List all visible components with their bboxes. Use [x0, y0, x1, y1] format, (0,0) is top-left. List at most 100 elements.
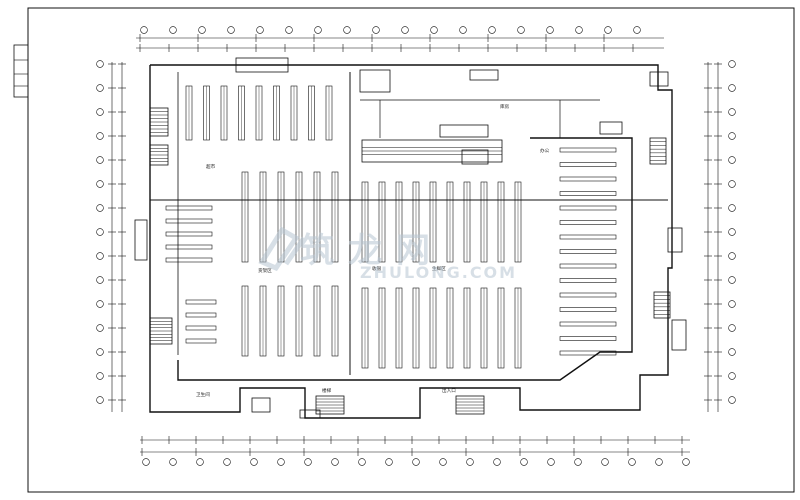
shelf-rack [185, 299, 217, 305]
shelf-rack [165, 257, 213, 263]
grid-axis-bubble [198, 26, 206, 34]
grid-axis-bubble [655, 458, 663, 466]
shelf-rack [185, 338, 217, 344]
grid-axis-bubble [331, 458, 339, 466]
shelf-rack [185, 325, 217, 331]
grid-axis-bubbles [96, 26, 736, 466]
grid-axis-bubble [358, 458, 366, 466]
grid-axis-bubble [96, 252, 104, 260]
grid-axis-bubble [96, 372, 104, 380]
shelf-rack [559, 162, 617, 167]
sheet-border [27, 7, 795, 493]
shelf-rack [559, 234, 617, 240]
grid-axis-bubble [520, 458, 528, 466]
watermark-text: 筑龙网 [300, 231, 444, 271]
zhulong-logo-icon [258, 226, 307, 272]
grid-axis-bubble [96, 204, 104, 212]
grid-axis-bubble [601, 458, 609, 466]
shelf-rack [559, 321, 617, 327]
grid-axis-bubble [343, 26, 351, 34]
grid-axis-bubble [728, 348, 736, 356]
grid-axis-bubble [223, 458, 231, 466]
building-outline [149, 64, 673, 419]
grid-axis-bubble [517, 26, 525, 34]
grid-axis-bubble [728, 156, 736, 164]
grid-axis-bubble [96, 300, 104, 308]
grid-axis-bubble [430, 26, 438, 34]
grid-axis-bubble [285, 26, 293, 34]
grid-axis-bubble [401, 26, 409, 34]
shelf-rack [559, 350, 617, 356]
grid-axis-bubble [96, 276, 104, 284]
grid-axis-bubble [142, 458, 150, 466]
grid-axis-bubble [728, 132, 736, 140]
grid-axis-bubble [728, 60, 736, 68]
grid-axis-bubble [196, 458, 204, 466]
watermark-subtext: ZHULONG.COM [360, 263, 517, 282]
grid-axis-bubble [728, 228, 736, 236]
room-label: 收银 [372, 265, 382, 272]
grid-axis-bubble [439, 458, 447, 466]
room-labels: 超市 货架区 收银 库房 办公 生鲜区 卫生间 楼梯 出入口 [196, 103, 550, 398]
grid-axis-bubble [96, 348, 104, 356]
grid-axis-bubble [728, 396, 736, 404]
title-strip [13, 44, 29, 98]
watermark: 筑龙网 ZHULONG.COM [258, 226, 517, 282]
grid-axis-bubble [547, 458, 555, 466]
grid-axis-bubble [169, 26, 177, 34]
grid-axis-bubble [728, 300, 736, 308]
room-label: 超市 [206, 163, 216, 170]
shelf-rack [559, 176, 617, 182]
grid-axis-bubble [96, 84, 104, 92]
shelf-rack [559, 220, 617, 225]
grid-axis-bubble [466, 458, 474, 466]
dimension-lines [111, 37, 719, 453]
grid-axis-bubble [546, 26, 554, 34]
grid-axis-bubble [604, 26, 612, 34]
shelf-rack [165, 218, 213, 224]
shelf-rack [559, 263, 617, 269]
grid-axis-bubble [628, 458, 636, 466]
grid-axis-bubble [728, 84, 736, 92]
room-label: 卫生间 [196, 391, 210, 398]
grid-axis-bubble [575, 26, 583, 34]
shelf-rack [559, 336, 617, 341]
grid-axis-bubble [96, 180, 104, 188]
grid-axis-bubble [96, 108, 104, 116]
grid-axis-bubble [728, 324, 736, 332]
grid-axis-bubble [728, 204, 736, 212]
shelf-rack [559, 147, 617, 153]
room-label: 出入口 [442, 387, 456, 394]
grid-axis-bubble [682, 458, 690, 466]
grid-axis-bubble [96, 132, 104, 140]
grid-axis-bubble [412, 458, 420, 466]
shelf-rack [165, 244, 213, 250]
grid-axis-bubble [227, 26, 235, 34]
dimension-ticks [108, 34, 722, 456]
grid-axis-bubble [385, 458, 393, 466]
shelf-rack [165, 231, 213, 237]
room-label: 库房 [500, 103, 510, 110]
shelf-rack [559, 278, 617, 283]
grid-axis-bubble [96, 60, 104, 68]
shelf-rack [559, 292, 617, 298]
grid-axis-bubble [140, 26, 148, 34]
grid-axis-bubble [633, 26, 641, 34]
grid-axis-bubble [574, 458, 582, 466]
grid-axis-bubble [728, 108, 736, 116]
shelf-rack [559, 249, 617, 254]
grid-axis-bubble [314, 26, 322, 34]
grid-axis-bubble [96, 228, 104, 236]
stair-treads [150, 111, 670, 412]
grid-axis-bubble [488, 26, 496, 34]
grid-axis-bubble [96, 324, 104, 332]
grid-axis-bubble [728, 372, 736, 380]
grid-axis-bubble [493, 458, 501, 466]
shelving-racks [165, 85, 617, 369]
grid-axis-bubble [250, 458, 258, 466]
room-label: 办公 [540, 147, 550, 154]
grid-axis-bubble [169, 458, 177, 466]
grid-axis-bubble [372, 26, 380, 34]
grid-axis-bubble [728, 252, 736, 260]
